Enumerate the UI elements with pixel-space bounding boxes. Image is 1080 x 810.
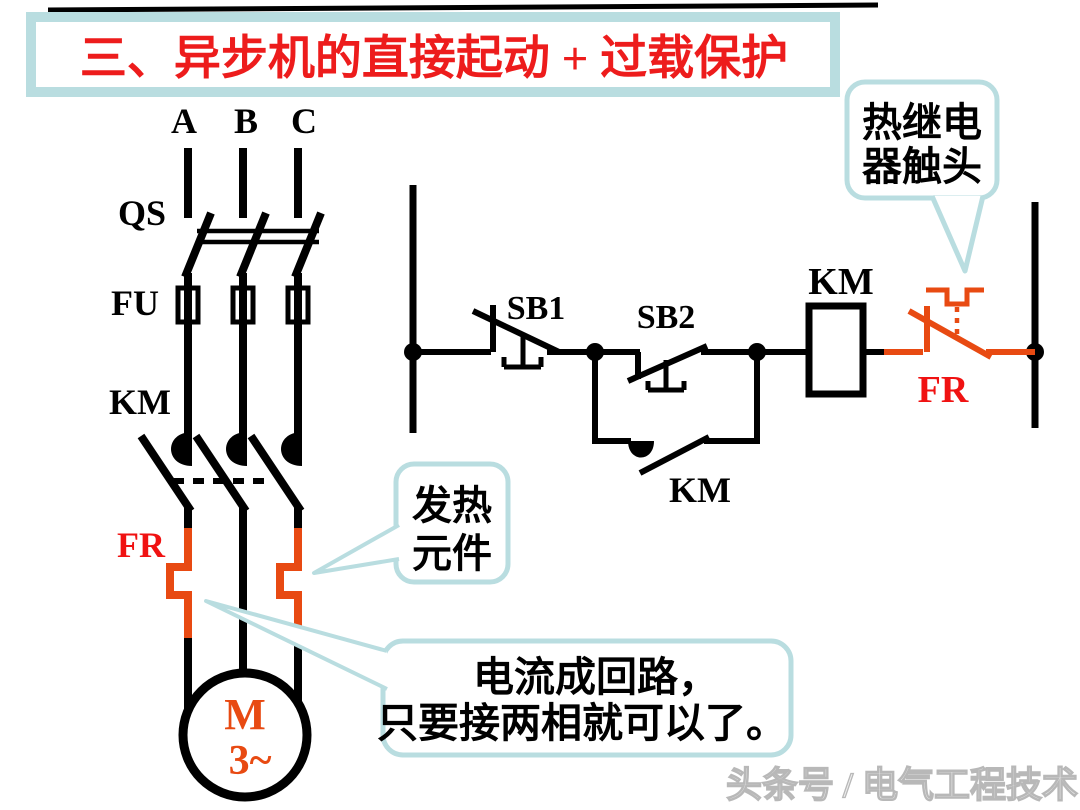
km-coil-label: KM xyxy=(808,261,873,303)
fuse-c xyxy=(285,285,311,325)
sb2-label: SB2 xyxy=(637,299,696,336)
watermark-text: 头条号 / 电气工程技术 xyxy=(726,765,1078,805)
km-contact-arc-b xyxy=(226,432,247,466)
title-box-border xyxy=(26,12,840,97)
callout-thermal-contact: 热继电 器触头 xyxy=(844,79,1000,274)
fuse-b xyxy=(230,285,256,325)
callout-heating-element: 发热 元件 xyxy=(312,461,511,585)
callout-loop-line-2: 只要接两相就可以了。 xyxy=(377,700,787,746)
km-contact-blade-c xyxy=(247,433,305,514)
callout-heating-pointer xyxy=(312,523,400,575)
title-box: 三、异步机的直接起动 + 过载保护 xyxy=(26,12,840,97)
callout-thermal-line-2: 器触头 xyxy=(862,144,982,189)
callout-thermal-bubble xyxy=(844,79,1000,201)
motor-circle xyxy=(178,668,312,802)
top-rule xyxy=(47,2,879,13)
motor-label: M xyxy=(224,690,266,739)
callout-loop-line-1: 电流成回路， xyxy=(473,654,719,700)
km-aux-contact-arc xyxy=(628,441,654,458)
control-circuit: SB1 SB2 KM KM xyxy=(404,185,1044,510)
callout-thermal-line-1: 热继电 xyxy=(862,100,982,145)
km-contact-arc-a xyxy=(171,432,192,466)
junction-dot-left-rail xyxy=(404,343,422,361)
callout-heating-line-2: 元件 xyxy=(412,531,492,576)
phase-label-a: A xyxy=(171,101,197,141)
page-title: 三、异步机的直接起动 + 过载保护 xyxy=(80,33,788,85)
qs-label: QS xyxy=(118,193,166,233)
callout-loop-pointer xyxy=(204,599,388,691)
callout-loop-note: 电流成回路， 只要接两相就可以了。 xyxy=(204,599,794,758)
km-contact-blade-b xyxy=(192,433,250,514)
fr-contact-label: FR xyxy=(918,369,969,411)
qs-blade-a xyxy=(181,211,215,279)
km-coil xyxy=(805,302,867,398)
qs-blade-c xyxy=(291,211,325,279)
km-contact-blade-a xyxy=(137,433,195,514)
phase-label-c: C xyxy=(291,101,317,141)
callout-heating-bubble xyxy=(393,461,511,585)
power-circuit: A B C QS FU KM xyxy=(109,101,325,802)
sb1-blade xyxy=(471,308,561,355)
heater-element-c xyxy=(276,528,302,640)
sb1-label: SB1 xyxy=(507,290,566,327)
junction-dot-before-coil xyxy=(748,343,766,361)
callout-heating-line-1: 发热 xyxy=(412,483,492,528)
km-main-label: KM xyxy=(109,382,171,422)
fuse-a xyxy=(175,285,201,325)
heater-element-a xyxy=(166,528,192,640)
fu-label: FU xyxy=(111,283,159,323)
junction-dot-after-sb1 xyxy=(586,343,604,361)
qs-blade-b xyxy=(236,211,270,279)
km-aux-label: KM xyxy=(669,470,731,510)
km-contact-arc-c xyxy=(281,432,302,466)
phase-label-b: B xyxy=(234,101,258,141)
km-aux-contact-blade xyxy=(638,434,711,476)
motor-phase-label: 3~ xyxy=(229,738,272,784)
fr-trip-symbol xyxy=(926,287,984,307)
fr-contact-blade xyxy=(907,308,993,360)
callout-loop-bubble xyxy=(380,638,794,758)
fr-main-label: FR xyxy=(117,525,166,565)
callout-thermal-pointer xyxy=(929,194,986,274)
